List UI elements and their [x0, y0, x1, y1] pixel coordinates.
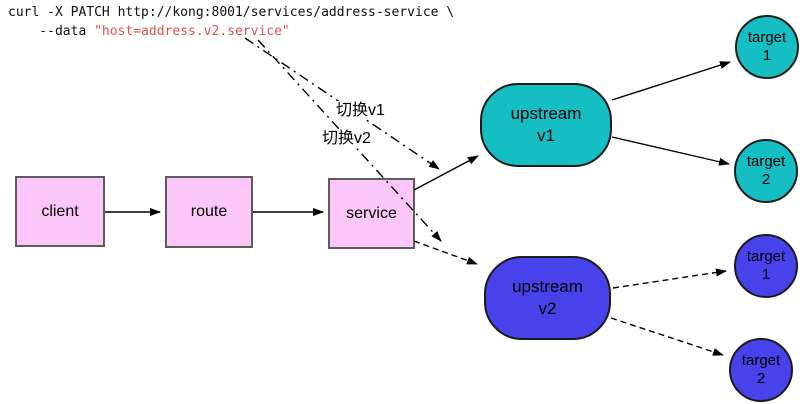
node-target-v1-1-number: 1: [762, 47, 772, 64]
node-upstream-v2-label: upstream: [512, 277, 583, 296]
node-upstream-v2: upstream v2: [484, 256, 611, 340]
node-client-label: client: [41, 202, 79, 220]
node-target-v1-2: target 2: [734, 139, 798, 203]
node-service: service: [328, 178, 415, 249]
node-target-v2-2: target 2: [729, 338, 793, 402]
node-target-v2-1: target 1: [734, 234, 798, 298]
node-client: client: [15, 176, 105, 247]
node-target-v2-2-label: target: [741, 352, 781, 369]
edge-upstream-v1-target-1: [611, 61, 731, 101]
curl-command-line2-prefix: --data: [8, 24, 95, 39]
edge-service-upstream-v1: [413, 155, 479, 191]
curl-command-host-value: "host=address.v2.service": [94, 24, 290, 39]
edge-service-upstream-v2: [413, 240, 478, 265]
node-target-v2-1-label: target: [746, 248, 786, 265]
node-target-v1-1: target 1: [735, 15, 799, 79]
node-target-v2-1-number: 1: [761, 266, 771, 283]
node-target-v1-2-label: target: [746, 153, 786, 170]
node-target-v1-2-number: 2: [761, 171, 771, 188]
node-target-v2-2-number: 2: [756, 370, 766, 387]
node-upstream-v1-version: v1: [537, 126, 555, 145]
node-upstream-v2-version: v2: [538, 299, 557, 318]
node-upstream-v1-label: upstream: [510, 104, 582, 123]
edge-upstream-v2-target-1: [612, 268, 727, 289]
node-service-label: service: [346, 204, 397, 222]
node-route: route: [165, 176, 253, 248]
edge-upstream-v2-target-2: [610, 317, 724, 356]
edge-upstream-v1-target-2: [611, 136, 730, 166]
curl-command-line1: curl -X PATCH http://kong:8001/services/…: [8, 5, 455, 20]
node-target-v1-1-label: target: [747, 29, 787, 46]
edge-label-switch-v1: 切换v1: [333, 101, 388, 120]
node-route-label: route: [190, 203, 228, 220]
edge-label-switch-v2: 切换v2: [319, 129, 374, 148]
node-upstream-v1: upstream v1: [480, 83, 612, 167]
curl-command: curl -X PATCH http://kong:8001/services/…: [8, 3, 454, 41]
